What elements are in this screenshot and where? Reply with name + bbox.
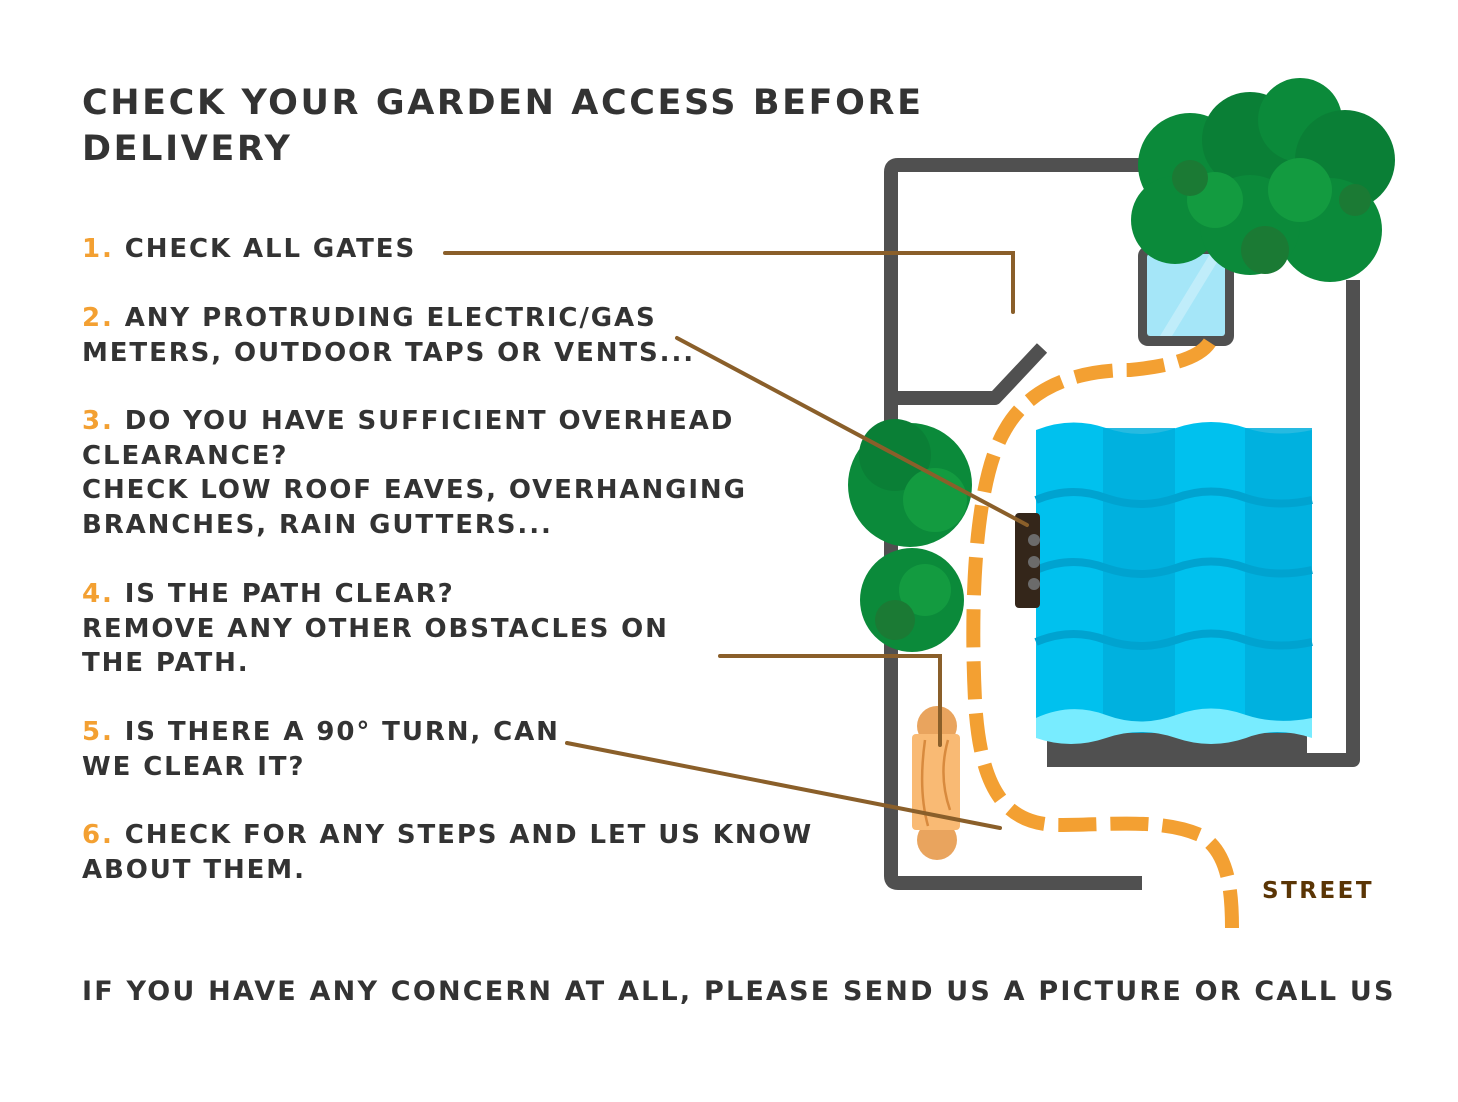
item-text: DO YOU HAVE SUFFICIENT OVERHEAD xyxy=(124,406,735,436)
item-number: 6. xyxy=(82,820,114,850)
item-number: 3. xyxy=(82,406,114,436)
item-text: REMOVE ANY OTHER OBSTACLES ON xyxy=(82,613,669,644)
item-number: 4. xyxy=(82,579,114,609)
item-number: 2. xyxy=(82,303,114,333)
tree-icon xyxy=(1131,78,1395,282)
footer-note: IF YOU HAVE ANY CONCERN AT ALL, PLEASE S… xyxy=(82,976,1396,1007)
item-text: METERS, OUTDOOR TAPS OR VENTS... xyxy=(82,337,695,368)
leader-line-1 xyxy=(443,251,1015,314)
item-text: CLEARANCE? xyxy=(82,440,289,471)
street-label: STREET xyxy=(1262,878,1374,904)
hedge-icon xyxy=(848,419,972,652)
leader-lines xyxy=(443,251,1029,830)
leader-line-5 xyxy=(565,741,1002,830)
item-text: CHECK ALL GATES xyxy=(124,234,417,264)
item-text: ABOUT THEM. xyxy=(82,854,306,885)
checklist-item-5: 5. IS THERE A 90° TURN, CAN WE CLEAR IT? xyxy=(82,715,560,784)
log-step-icon xyxy=(912,706,960,860)
house-roof-icon xyxy=(1034,422,1313,744)
gate-icon xyxy=(990,343,1047,403)
item-text: CHECK FOR ANY STEPS AND LET US KNOW xyxy=(124,820,814,850)
item-text: IS THERE A 90° TURN, CAN xyxy=(124,717,560,747)
item-number: 5. xyxy=(82,717,114,747)
checklist-item-3: 3. DO YOU HAVE SUFFICIENT OVERHEAD CLEAR… xyxy=(82,404,747,542)
checklist-item-6: 6. CHECK FOR ANY STEPS AND LET US KNOW A… xyxy=(82,818,813,887)
checklist-item-4: 4. IS THE PATH CLEAR? REMOVE ANY OTHER O… xyxy=(82,577,669,681)
item-text: WE CLEAR IT? xyxy=(82,751,306,782)
delivery-path-icon xyxy=(966,334,1239,929)
window-icon xyxy=(1138,246,1234,346)
utility-meter-icon xyxy=(1015,513,1040,608)
item-text: BRANCHES, RAIN GUTTERS... xyxy=(82,509,553,540)
item-number: 1. xyxy=(82,234,114,264)
checklist-item-1: 1. CHECK ALL GATES xyxy=(82,232,416,267)
leader-line-2 xyxy=(675,336,1029,527)
item-text: IS THE PATH CLEAR? xyxy=(124,579,455,609)
checklist-item-2: 2. ANY PROTRUDING ELECTRIC/GAS METERS, O… xyxy=(82,301,695,370)
item-text: THE PATH. xyxy=(82,648,250,678)
item-text: ANY PROTRUDING ELECTRIC/GAS xyxy=(124,303,657,333)
page-title: CHECK YOUR GARDEN ACCESS BEFORE DELIVERY xyxy=(82,83,924,169)
leader-line-4 xyxy=(718,654,942,747)
item-text: CHECK LOW ROOF EAVES, OVERHANGING xyxy=(82,475,747,505)
